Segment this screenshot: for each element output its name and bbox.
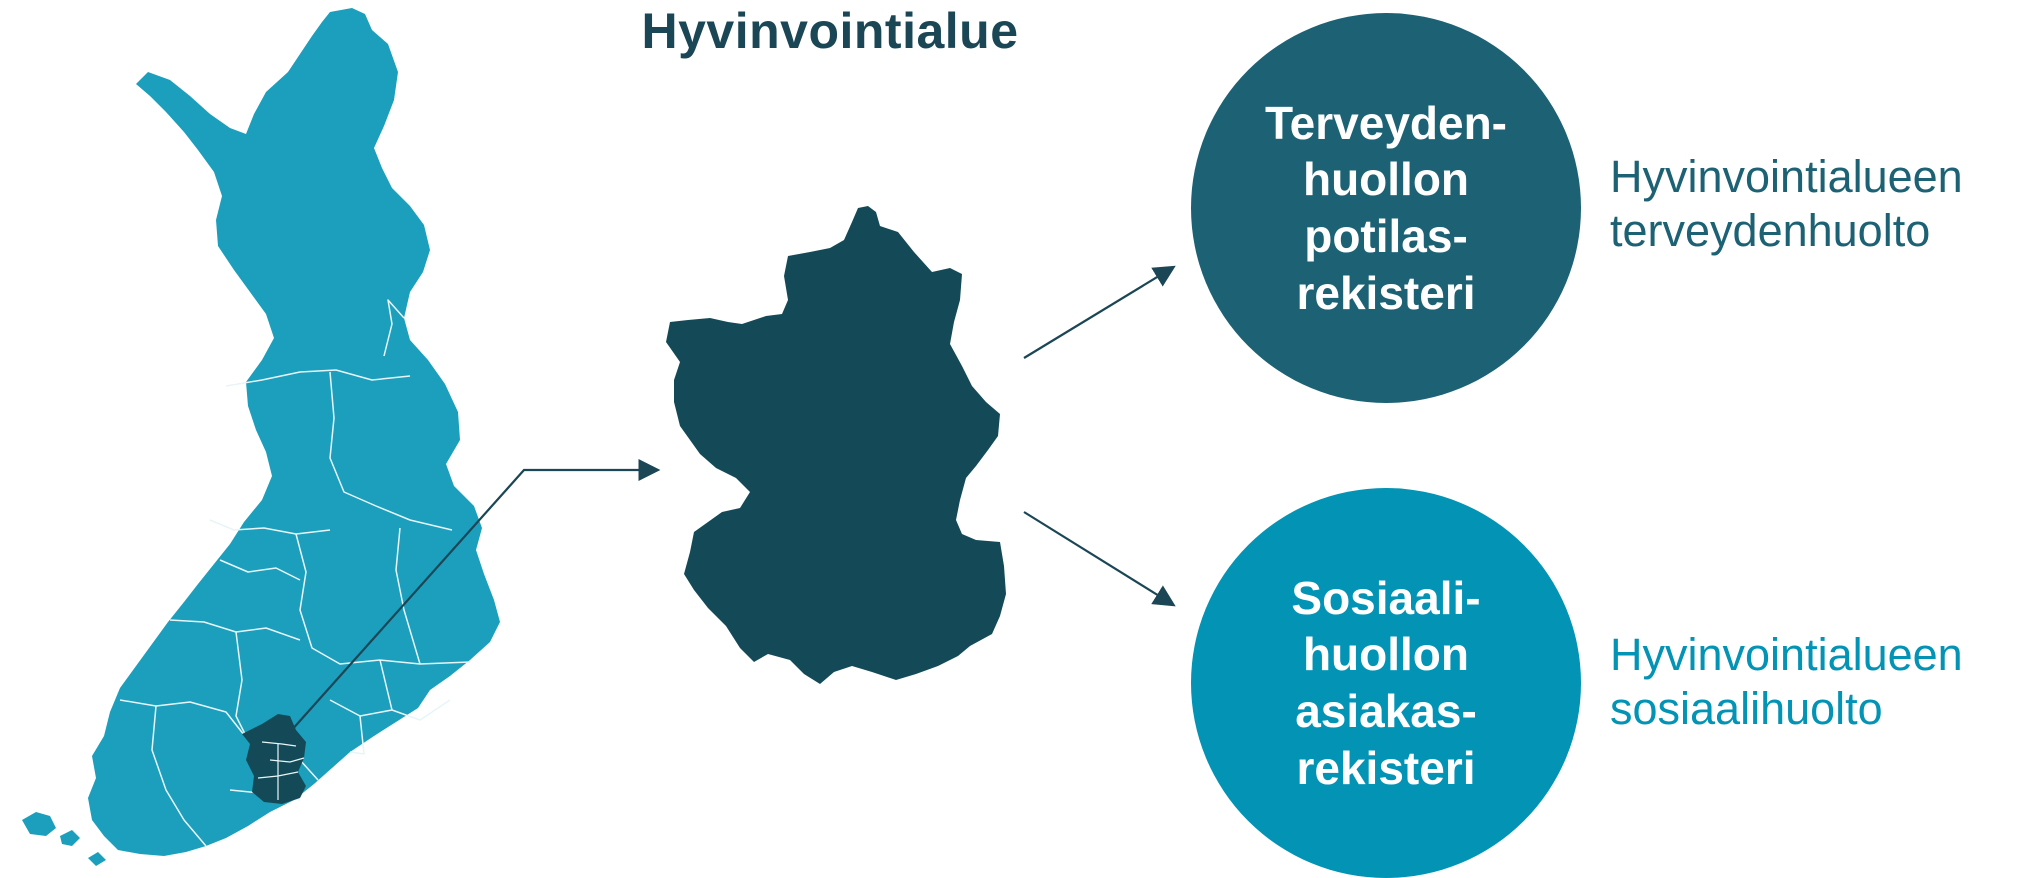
page-title: Hyvinvointialue: [641, 3, 1019, 59]
arrow-to-health-register: [1023, 265, 1176, 359]
health-register-text: Terveyden- huollon potilas- rekisteri: [1264, 96, 1508, 319]
border-north-ostrobothnia: [329, 371, 453, 531]
enlarged-region: [666, 206, 1006, 684]
border-south-c: [349, 715, 365, 755]
border-ostrobothnia-a: [209, 519, 331, 535]
border-lapland: [225, 369, 411, 387]
aland-islands: [22, 812, 56, 836]
health-register-circle: Terveyden- huollon potilas- rekisteri: [1191, 13, 1581, 403]
arrow-to-social-register: [1023, 511, 1176, 607]
border-east-a: [379, 659, 393, 711]
social-care-label: Hyvinvointialueen sosiaalihuolto: [1610, 629, 1963, 734]
arrow-map-to-region: [289, 459, 661, 733]
finland-outline: [88, 8, 500, 856]
highlighted-region: [242, 714, 306, 804]
border-central-b: [219, 559, 301, 581]
health-care-label: Hyvinvointialueen terveydenhuolto: [1610, 151, 1963, 256]
finland-map: [22, 8, 500, 866]
archipelago-islets: [60, 830, 106, 866]
border-west-b: [235, 631, 249, 741]
social-register-text: Sosiaali- huollon asiakas- rekisteri: [1291, 571, 1481, 794]
border-central-a: [295, 533, 471, 665]
border-kainuu: [383, 299, 405, 357]
highlighted-region-borders: [257, 741, 305, 800]
border-savo: [395, 527, 421, 665]
border-southwest-b: [151, 705, 207, 847]
border-southwest-a: [119, 699, 249, 741]
social-register-circle: Sosiaali- huollon asiakas- rekisteri: [1191, 488, 1581, 878]
